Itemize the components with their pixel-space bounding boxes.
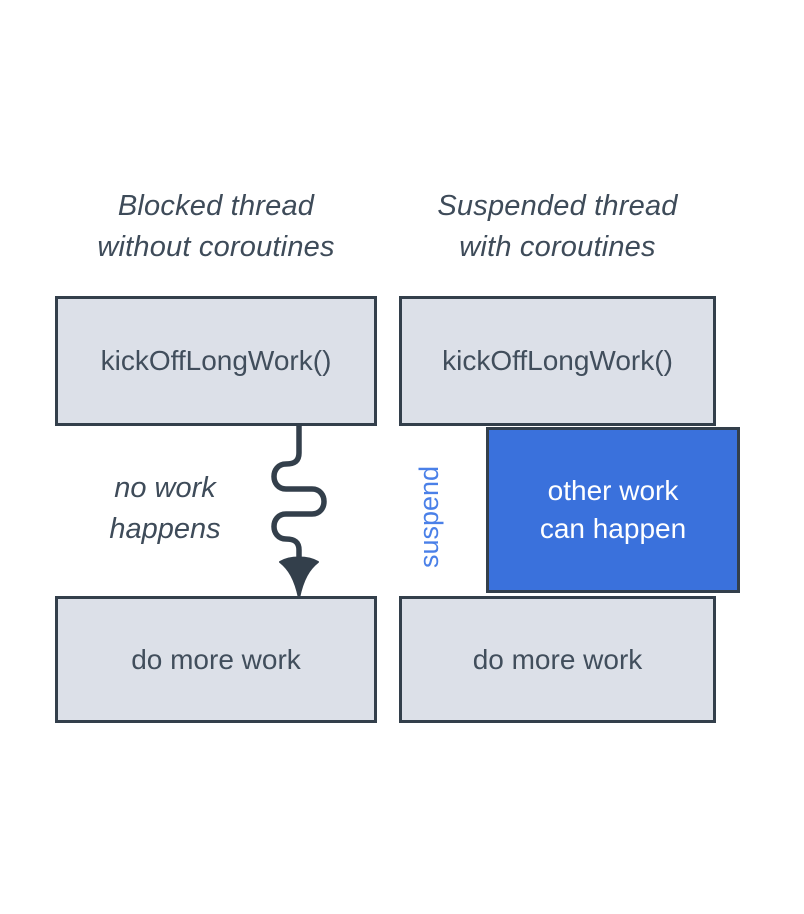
do-more-work-box-left: do more work [55, 596, 377, 723]
left-title-line1: Blocked thread [117, 190, 315, 222]
other-work-line1: other work [547, 475, 679, 506]
other-work-box: other work can happen [486, 427, 740, 593]
kickoff-long-work-label-right: kickOffLongWork() [442, 345, 673, 376]
left-column-title: Blocked thread without coroutines [35, 186, 397, 268]
other-work-line2: can happen [539, 513, 687, 544]
suspend-label: suspend [414, 465, 444, 569]
no-work-happens-label: no work happens [60, 468, 270, 550]
kickoff-long-work-box-left: kickOffLongWork() [55, 296, 377, 426]
right-column-title: Suspended thread with coroutines [389, 186, 726, 268]
kickoff-long-work-box-right: kickOffLongWork() [399, 296, 716, 426]
no-work-line2: happens [109, 513, 221, 545]
kickoff-long-work-label-left: kickOffLongWork() [100, 345, 332, 376]
left-title-line2: without coroutines [97, 231, 335, 263]
right-title-line2: with coroutines [459, 231, 656, 263]
do-more-work-label-right: do more work [472, 643, 643, 675]
do-more-work-label-left: do more work [131, 643, 301, 675]
right-title-line1: Suspended thread [437, 190, 678, 222]
blocked-squiggle-arrow-icon [271, 423, 327, 599]
do-more-work-box-right: do more work [399, 596, 716, 723]
no-work-line1: no work [114, 472, 216, 504]
